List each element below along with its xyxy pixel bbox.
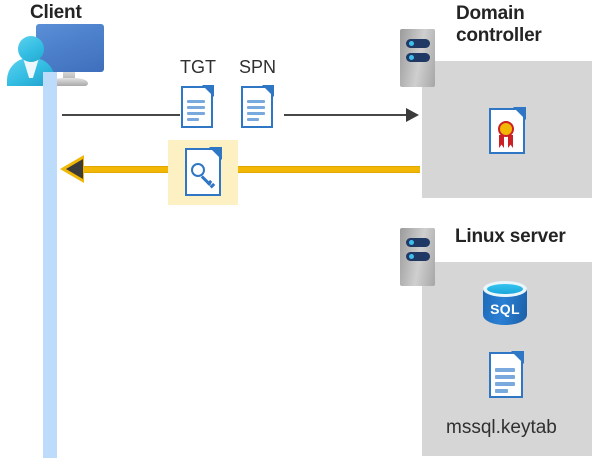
spn-document-icon (241, 85, 274, 128)
server-led (408, 240, 414, 245)
tgt-label: TGT (180, 57, 216, 77)
keytab-document-icon (489, 351, 524, 398)
spn-label: SPN (239, 57, 277, 77)
document-fold (202, 85, 214, 97)
server-bay (406, 53, 430, 62)
document-text-line (247, 100, 265, 103)
monitor-neck-icon (63, 72, 75, 80)
linux-server-title: Linux server (455, 226, 566, 247)
key-icon (191, 163, 215, 189)
seal-ribbon-right (508, 135, 513, 148)
linux-server-icon (400, 228, 435, 286)
key-ring (191, 163, 205, 177)
response-arrow-segment-left (82, 166, 170, 173)
tgt-document-icon (181, 85, 214, 128)
request-arrow-segment-right (284, 114, 408, 116)
document-text-line (495, 389, 508, 393)
server-led (408, 55, 414, 60)
request-arrow-segment-left (62, 114, 180, 116)
seal-ribbon-left (499, 135, 504, 148)
document-text-line (247, 112, 265, 115)
seal-circle (498, 121, 514, 137)
database-top-inner (487, 284, 523, 294)
client-icon (6, 24, 106, 86)
response-arrow-head (66, 159, 83, 179)
server-bay (406, 252, 430, 261)
request-arrow-head (406, 108, 419, 122)
document-fold (511, 351, 524, 364)
document-text-line (187, 106, 205, 109)
keytab-filename-label: mssql.keytab (446, 417, 557, 438)
key-document-icon (185, 147, 222, 196)
client-lifeline (43, 72, 57, 458)
document-text-line (187, 118, 199, 121)
person-head-icon (18, 36, 44, 62)
sql-database-icon: SQL (483, 281, 527, 331)
server-bay (406, 238, 430, 247)
client-title: Client (30, 2, 82, 23)
monitor-base-icon (50, 78, 88, 86)
server-bay (406, 39, 430, 48)
document-fold (513, 107, 526, 120)
document-text-line (187, 112, 205, 115)
document-text-line (187, 100, 205, 103)
certificate-document-icon (489, 107, 526, 154)
server-led (408, 254, 414, 259)
response-arrow-segment-right (236, 166, 420, 173)
document-text-line (247, 106, 265, 109)
document-text-line (247, 118, 259, 121)
database-label: SQL (490, 301, 520, 317)
domain-controller-server-icon (400, 29, 435, 87)
document-text-line (495, 375, 515, 379)
document-fold (209, 147, 222, 160)
domain-controller-title: Domain controller (456, 3, 542, 47)
document-text-line (495, 368, 515, 372)
server-led (408, 41, 414, 46)
document-text-line (495, 382, 515, 386)
document-fold (262, 85, 274, 97)
